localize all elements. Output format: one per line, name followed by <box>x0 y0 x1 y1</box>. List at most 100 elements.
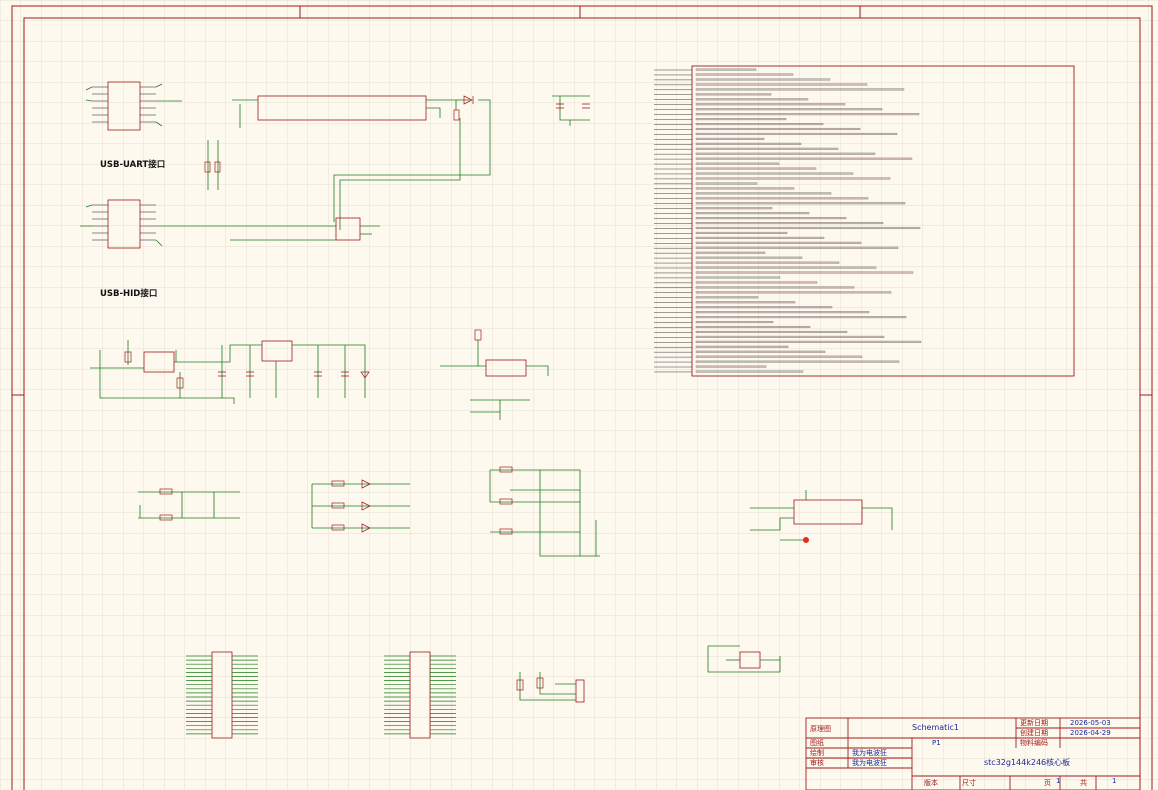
pin-header-right[interactable] <box>384 651 456 739</box>
mcu-pin-name-line <box>695 192 832 195</box>
mcu-pin-name-line <box>695 276 781 279</box>
mcu-pin-name-line <box>695 325 811 329</box>
mcu-pin-name-line <box>695 93 772 96</box>
decoupling-caps[interactable] <box>552 95 590 126</box>
mcu-pin-name-line <box>695 350 826 353</box>
tb-label-version: 版本 <box>924 778 938 787</box>
mcu-pin-name-line <box>695 132 898 135</box>
debug-connector[interactable] <box>516 672 585 703</box>
tb-modified-date: 2026-05-03 <box>1070 719 1111 727</box>
mcu-pin-name-line <box>695 251 766 254</box>
mcu-pin-name-line <box>695 212 810 215</box>
mcu-pin-name-line <box>695 271 914 274</box>
tb-label-modified: 更新日期 <box>1020 718 1048 727</box>
mcu-pin-name-line <box>695 246 899 249</box>
mcu-pin-name-line <box>695 147 839 150</box>
mcu-pin-name-line <box>695 187 795 190</box>
usb-uart-chip[interactable] <box>85 81 182 131</box>
mcu-pin-name-line <box>695 98 809 101</box>
mcu-pin-name-line <box>695 306 833 309</box>
mcu-pin-name-line <box>695 152 876 155</box>
tb-label-reviewed: 审核 <box>810 758 824 767</box>
mcu-pin-name-line <box>695 68 757 71</box>
mcu-pin-name-line <box>695 360 900 363</box>
mcu-pin-name-line <box>695 108 883 111</box>
mcu-pin-name-line <box>695 335 885 338</box>
mcu-pin-name-line <box>695 231 788 234</box>
usb-connector-block[interactable] <box>232 95 491 230</box>
mcu-pin-name-line <box>695 88 905 91</box>
mcu-pin-name-line <box>695 316 907 319</box>
tb-label-drawn: 绘制 <box>810 748 824 757</box>
key-matrix[interactable] <box>489 466 600 557</box>
title-block <box>805 717 1141 790</box>
tb-created-date: 2026-04-29 <box>1070 729 1111 737</box>
mcu-pin-name-line <box>695 217 847 220</box>
mcu-pin-name-line <box>695 157 913 160</box>
mcu-pin-name-line <box>695 340 922 343</box>
mcu-pin-name-line <box>695 222 884 225</box>
mcu-pin-name-line <box>695 177 891 180</box>
mcu-pin-name-line <box>695 321 774 324</box>
tb-total-pages: 1 <box>1112 777 1116 785</box>
mcu-pin-name-line <box>695 311 870 314</box>
usb-hid-chip[interactable] <box>80 199 210 249</box>
usb-hid-label: USB-HID接口 <box>100 288 157 299</box>
mcu-pin-name-line <box>695 103 846 106</box>
mcu-pin-name-line <box>695 182 758 185</box>
mcu-pin-name-line <box>695 197 869 200</box>
mcu-pin-name-line <box>695 123 824 126</box>
mcu-pin-name-line <box>695 172 854 175</box>
mcu-stc32g144k246[interactable] <box>654 65 1075 377</box>
mcu-pin-name-line <box>695 261 840 264</box>
mcu-pin-name-line <box>695 83 868 86</box>
mcu-pin-name-line <box>695 73 794 76</box>
mcu-pin-name-line <box>695 142 802 145</box>
led-indicators[interactable] <box>311 479 410 533</box>
mcu-pin-name-line <box>695 330 848 333</box>
mcu-pin-name-line <box>695 266 877 269</box>
crystal-oscillator[interactable] <box>707 645 781 673</box>
tb-page-num: 1 <box>1056 777 1060 785</box>
mcu-pin-name-line <box>695 286 855 289</box>
mcu-pin-name-line <box>695 167 817 170</box>
tb-label-total: 共 <box>1080 778 1087 787</box>
mcu-pin-name-line <box>695 241 862 244</box>
tb-drawn-by: 我为电波狂 <box>852 748 887 757</box>
tb-label-part-no: 物料编码 <box>1020 738 1048 747</box>
mcu-pin-name-line <box>695 291 892 294</box>
mcu-pin-name-line <box>695 118 787 121</box>
reset-circuit[interactable] <box>440 329 549 420</box>
mcu-pin-name-line <box>695 113 920 116</box>
tb-label-created: 创建日期 <box>1020 728 1048 737</box>
pin-header-left[interactable] <box>186 651 258 739</box>
mcu-pin-name-line <box>695 127 861 131</box>
usb-uart-label: USB-UART接口 <box>100 159 165 170</box>
tb-label-page-num: 页 <box>1044 779 1051 787</box>
tb-board-name: stc32g144k246核心板 <box>984 757 1070 767</box>
tb-label-sheet-name: 原理图 <box>810 725 831 733</box>
sheet-frame <box>11 5 1153 790</box>
mcu-pin-name-line <box>695 236 825 239</box>
usb-switch[interactable] <box>210 217 380 241</box>
tb-page-value: P1 <box>932 739 941 747</box>
junction-dot <box>803 537 809 543</box>
mcu-pin-name-line <box>695 355 863 358</box>
power-regulator[interactable] <box>90 340 370 404</box>
flash-chip[interactable] <box>750 490 893 543</box>
push-buttons[interactable] <box>138 488 240 521</box>
tb-sheet-name: Schematic1 <box>912 723 959 732</box>
tb-reviewed-by: 我为电波狂 <box>852 758 887 767</box>
mcu-pin-name-line <box>695 365 767 368</box>
pullup-resistors[interactable] <box>204 140 221 190</box>
tb-label-page: 图纸 <box>810 738 824 747</box>
mcu-pin-name-line <box>695 301 796 304</box>
mcu-pin-name-line <box>695 226 921 230</box>
mcu-pin-name-line <box>695 296 759 299</box>
mcu-pin-name-line <box>695 137 765 140</box>
mcu-pin-name-line <box>695 281 818 284</box>
mcu-pin-name-line <box>695 162 780 165</box>
tb-label-size: 尺寸 <box>962 778 976 787</box>
